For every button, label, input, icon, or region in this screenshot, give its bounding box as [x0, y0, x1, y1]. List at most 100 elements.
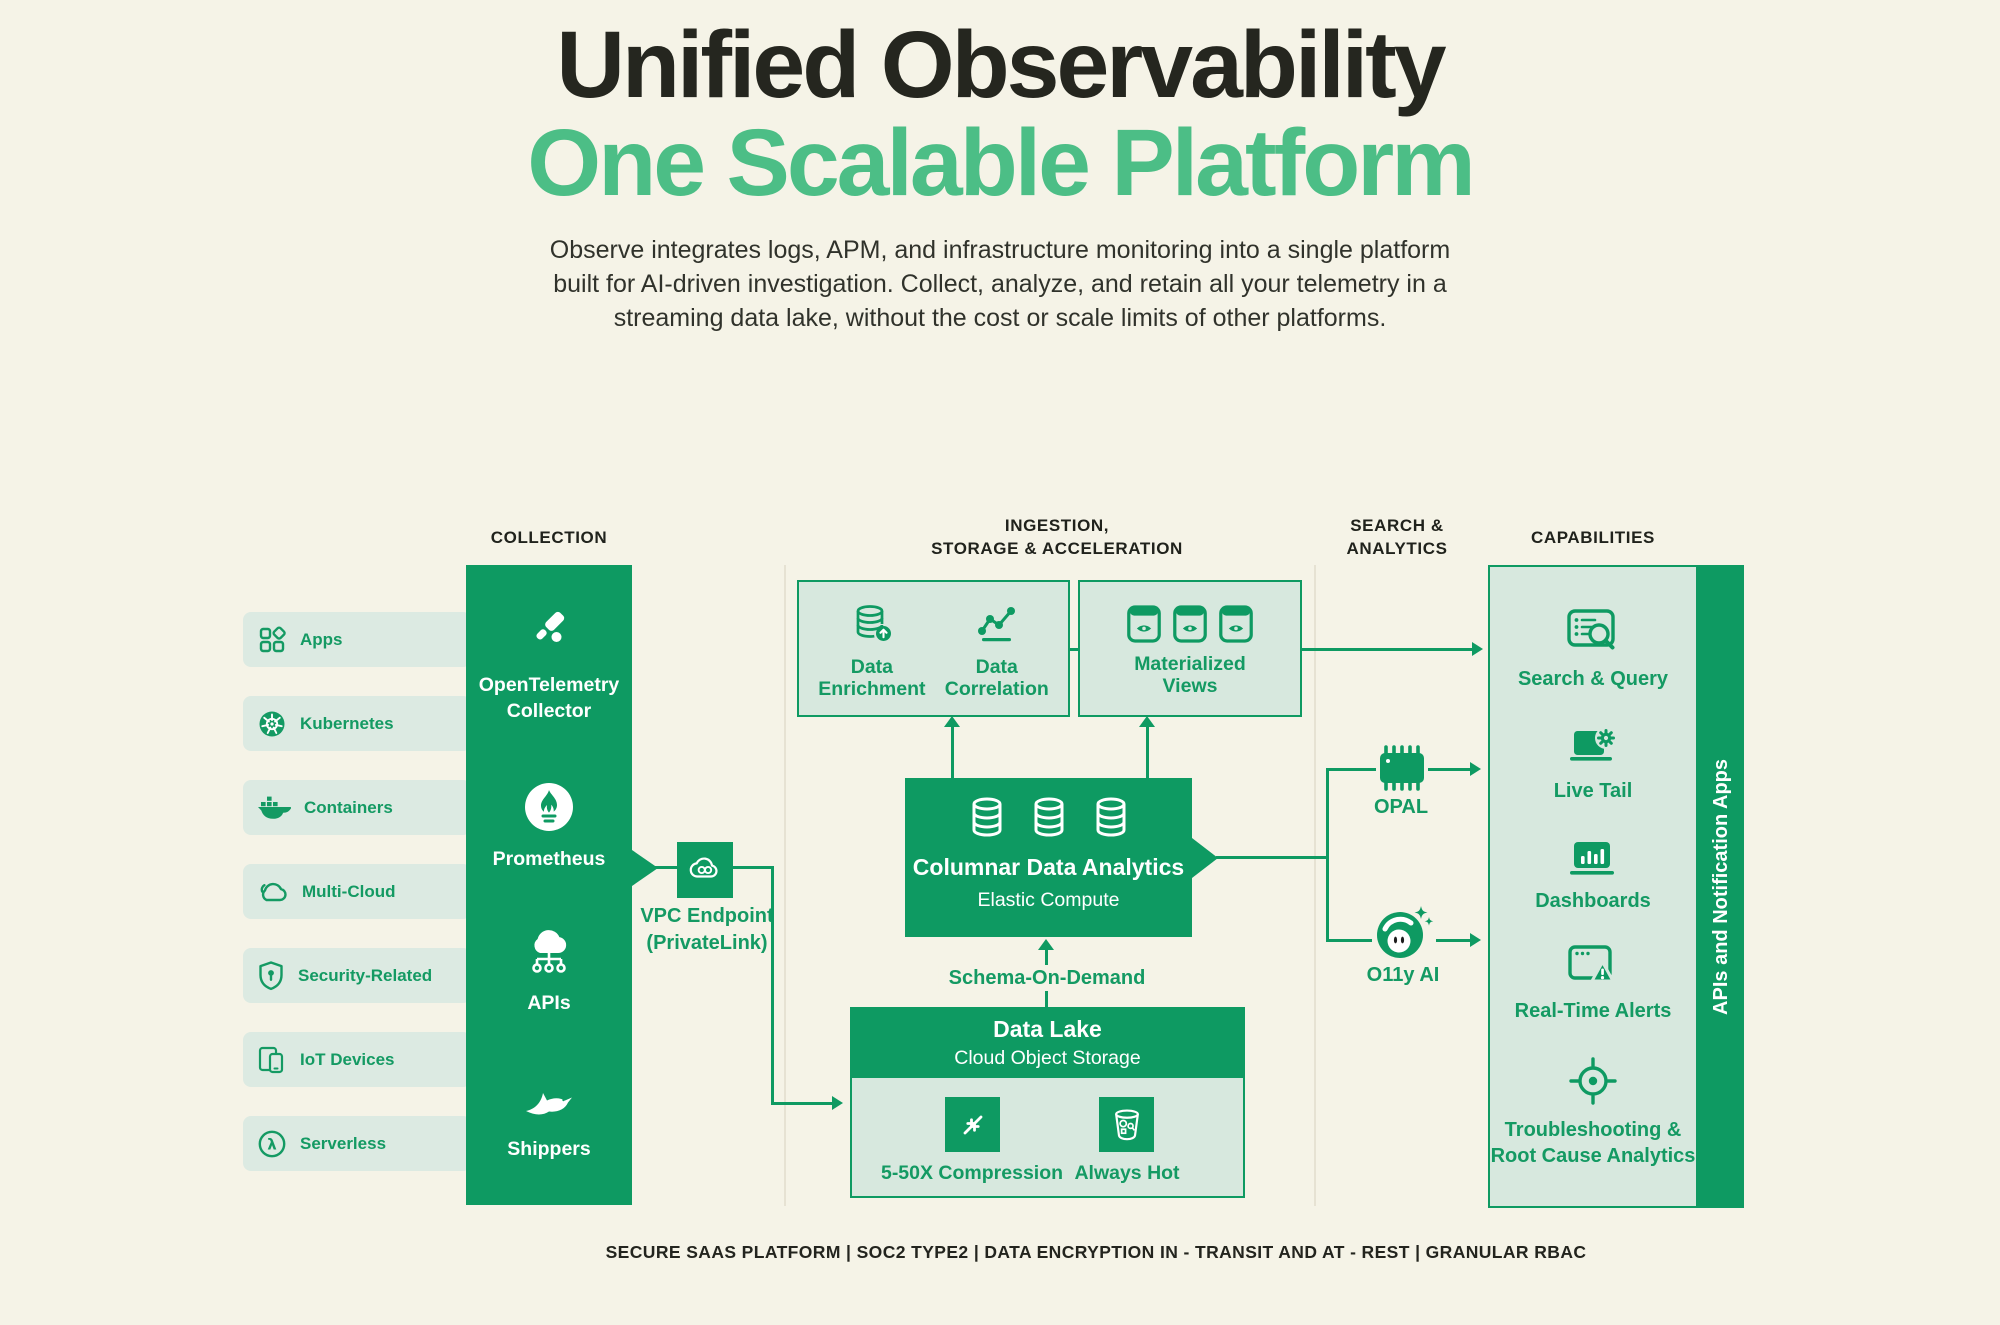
capability-label: Troubleshooting & Root Cause Analytics: [1490, 1119, 1696, 1167]
data-correlation-item: Data Correlation: [945, 602, 1049, 700]
always-hot-label: Always Hot: [1074, 1162, 1180, 1184]
collection-item-label: OpenTelemetry Collector: [478, 674, 620, 722]
cloud-icon: [257, 879, 289, 905]
page-description: Observe integrates logs, APM, and infras…: [549, 236, 1451, 332]
source-label: Security-Related: [298, 965, 433, 985]
database-icon: [1093, 796, 1129, 840]
o11y-ai-node: [1369, 902, 1435, 965]
opal-node: [1373, 744, 1431, 797]
source-label: Kubernetes: [300, 713, 394, 733]
connector-line: [771, 1102, 833, 1105]
section-divider: [1314, 565, 1316, 1206]
columnar-analytics-subtitle: Elastic Compute: [977, 889, 1120, 911]
compression-label: 5-50X Compression: [880, 1162, 1064, 1184]
correlation-chart-icon: [975, 602, 1019, 646]
data-enrichment-label: Data Enrichment: [818, 655, 926, 700]
source-item-multi-cloud: Multi-Cloud: [243, 864, 471, 919]
capabilities-panel: Search & Query Live Tail Dashboards Real…: [1488, 565, 1698, 1208]
eye-view-icon: [1127, 604, 1161, 643]
source-item-apps: Apps: [243, 612, 471, 667]
svg-text:λ: λ: [267, 1135, 277, 1153]
lambda-circle-icon: λ: [257, 1129, 287, 1159]
connector-line: [1068, 648, 1080, 651]
connector-line: [1326, 768, 1376, 771]
vpc-endpoint-node: [677, 842, 733, 898]
collection-column: OpenTelemetry Collector Prometheus APIs …: [466, 565, 658, 1205]
capability-search-query: Search & Query: [1490, 607, 1696, 692]
database-upload-icon: [850, 602, 894, 646]
data-lake-box: Data Lake Cloud Object Storage 5-50X Com…: [850, 1007, 1245, 1198]
column-header-capabilities: CAPABILITIES: [1530, 528, 1655, 547]
apis-notification-bar: APIs and Notification Apps: [1698, 565, 1744, 1208]
bird-icon: [523, 1077, 575, 1123]
data-lake-subtitle: Cloud Object Storage: [954, 1047, 1141, 1069]
connector-line: [1326, 768, 1329, 942]
data-enrichment-item: Data Enrichment: [818, 602, 926, 700]
collection-item-label: Prometheus: [492, 848, 606, 870]
cloud-network-icon: [521, 927, 577, 977]
connector-line: [1326, 939, 1372, 942]
kubernetes-helm-icon: [257, 709, 287, 739]
materialized-views-icons: [1127, 604, 1253, 643]
capability-realtime-alerts: Real-Time Alerts: [1490, 943, 1696, 1024]
capability-troubleshooting: Troubleshooting & Root Cause Analytics: [1490, 1054, 1696, 1169]
database-icon: [1031, 796, 1067, 840]
capability-label: Dashboards: [1535, 890, 1651, 912]
data-correlation-label: Data Correlation: [944, 655, 1049, 700]
collection-item-prometheus: Prometheus: [466, 781, 632, 872]
source-label: IoT Devices: [300, 1049, 395, 1069]
capability-label: Search & Query: [1517, 668, 1669, 690]
collection-item-otel: OpenTelemetry Collector: [466, 607, 632, 724]
arrowhead: [1470, 933, 1481, 947]
page-title-line1: Unified Observability: [556, 12, 1446, 118]
realtime-alerts-icon: [1566, 943, 1620, 989]
materialized-views-box: Materialized Views: [1078, 580, 1302, 717]
opal-label: OPAL: [1373, 796, 1429, 818]
capability-live-tail: Live Tail: [1490, 727, 1696, 804]
search-query-icon: [1565, 607, 1621, 657]
data-lake-title: Data Lake: [993, 1016, 1102, 1042]
vpc-endpoint-label: VPC Endpoint (PrivateLink): [640, 905, 774, 954]
source-item-security: Security-Related: [243, 948, 471, 1003]
connector-line: [1436, 939, 1472, 942]
docker-whale-icon: [257, 794, 291, 822]
source-item-iot: IoT Devices: [243, 1032, 471, 1087]
connector-line: [733, 866, 774, 869]
live-tail-icon: [1565, 727, 1621, 769]
columnar-analytics-title: Columnar Data Analytics: [912, 854, 1185, 880]
connector-line: [951, 722, 954, 779]
apis-notification-label: APIs and Notification Apps: [1709, 758, 1732, 1015]
security-footer-text: SECURE SAAS PLATFORM | SOC2 TYPE2 | DATA…: [605, 1242, 1587, 1262]
source-item-serverless: λ Serverless: [243, 1116, 471, 1171]
columnar-output-pointer: [1192, 838, 1218, 878]
prometheus-torch-icon: [523, 781, 575, 833]
columnar-analytics-box: Columnar Data Analytics Elastic Compute: [905, 778, 1218, 937]
section-divider: [784, 565, 786, 1206]
connector-line: [1146, 722, 1149, 779]
eye-view-icon: [1219, 604, 1253, 643]
arrowhead: [944, 716, 960, 727]
source-label: Multi-Cloud: [302, 881, 396, 901]
connector-line: [771, 866, 774, 1104]
eye-view-icon: [1173, 604, 1207, 643]
source-label: Serverless: [300, 1133, 387, 1153]
source-item-kubernetes: Kubernetes: [243, 696, 471, 751]
columnar-db-icons: [969, 796, 1129, 840]
collection-item-apis: APIs: [466, 927, 632, 1016]
arrowhead: [1139, 716, 1155, 727]
materialized-views-label: Materialized Views: [1134, 652, 1246, 697]
column-header-ingestion: INGESTION, STORAGE & ACCELERATION: [931, 516, 1183, 558]
compress-arrows-icon: [956, 1108, 990, 1142]
enrichment-correlation-box: Data Enrichment Data Correlation: [797, 580, 1070, 717]
connector-line: [1428, 768, 1472, 771]
arrowhead: [1038, 939, 1054, 950]
schema-on-demand-label: Schema-On-Demand: [938, 965, 1156, 991]
capability-label: Real-Time Alerts: [1514, 1000, 1672, 1022]
collection-item-shippers: Shippers: [466, 1077, 632, 1162]
data-lake-header: Data Lake Cloud Object Storage: [851, 1008, 1244, 1078]
collection-item-label: APIs: [527, 992, 571, 1014]
capability-label: Live Tail: [1553, 780, 1633, 802]
column-header-search-analytics: SEARCH & ANALYTICS: [1346, 516, 1448, 558]
database-icon: [969, 796, 1005, 840]
